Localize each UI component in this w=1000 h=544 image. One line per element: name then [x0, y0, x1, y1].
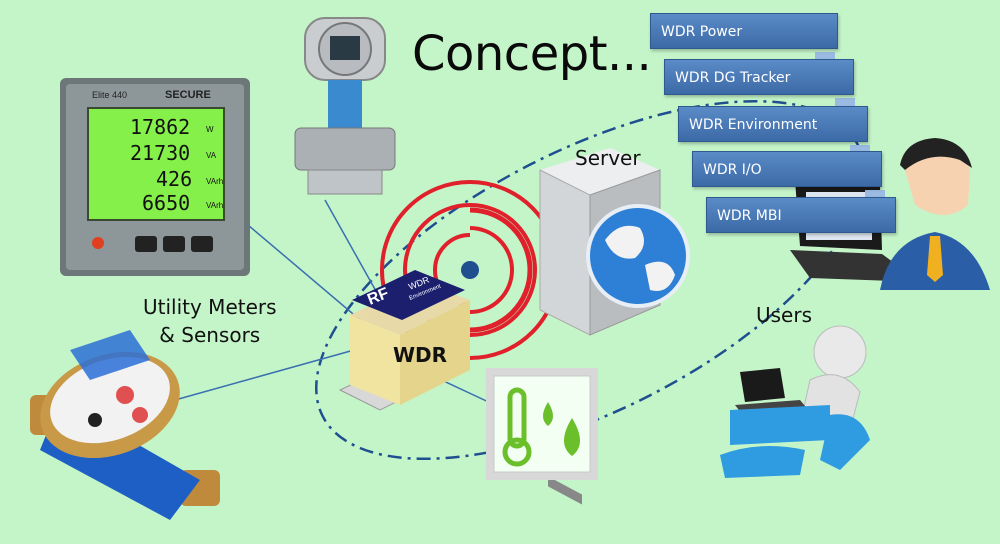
meter-reading-2: 21730 — [130, 141, 190, 165]
meter-model-text: Elite 440 — [92, 90, 127, 100]
meters-sensors-label: Utility Meters & Sensors — [143, 293, 277, 349]
meter-unit-3: VArh — [206, 177, 223, 186]
module-wdr-environment: WDR Environment — [678, 106, 868, 142]
page-title: Concept... — [412, 26, 652, 82]
temperature-humidity-sensor — [486, 368, 598, 480]
meters-label-line1: Utility Meters — [143, 295, 277, 319]
module-wdr-mbi: WDR MBI — [706, 197, 896, 233]
meter-brand-text: SECURE — [165, 89, 211, 101]
pressure-transmitter-device — [294, 17, 396, 195]
module-wdr-power: WDR Power — [650, 13, 838, 49]
module-wdr-dg-tracker: WDR DG Tracker — [664, 59, 854, 95]
wdr-device: RF WDR Environment — [338, 270, 470, 411]
meter-unit-4: VArh — [206, 201, 223, 210]
meter-reading-1: 17862 — [130, 115, 190, 139]
network-ellipse — [315, 99, 865, 461]
water-meter-device — [30, 330, 220, 520]
module-wdr-io: WDR I/O — [692, 151, 882, 187]
meter-unit-1: W — [206, 125, 214, 134]
meter-unit-2: VA — [206, 151, 217, 160]
energy-meter-device: SECURE Elite 440 17862 21730 426 6650 W … — [60, 78, 250, 276]
user-figure-icon — [720, 325, 870, 478]
server-label: Server — [575, 146, 641, 170]
wdr-label: WDR — [393, 343, 448, 367]
meter-reading-3: 426 — [156, 167, 192, 191]
meter-reading-4: 6650 — [142, 191, 190, 215]
users-label: Users — [756, 303, 813, 327]
wdr-box-logo: RF — [365, 285, 391, 309]
meters-label-line2: & Sensors — [159, 323, 261, 347]
globe-icon — [586, 204, 690, 308]
